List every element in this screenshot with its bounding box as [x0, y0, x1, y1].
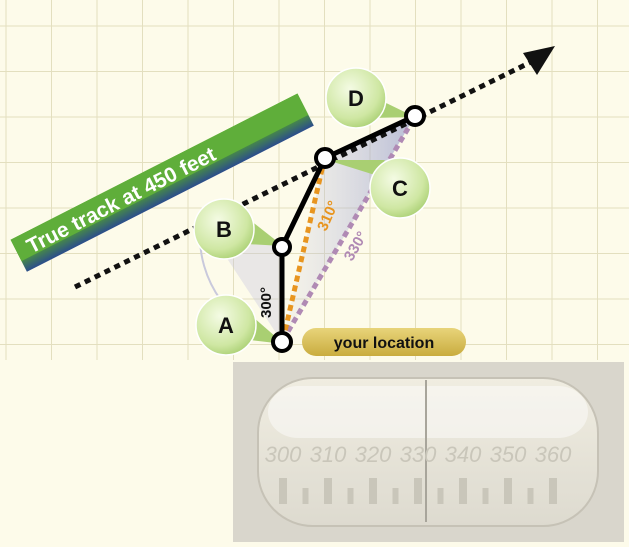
waypoint-a	[273, 333, 291, 351]
banner-text: True track at 450 feet	[23, 143, 220, 258]
compass-major-tick	[459, 478, 467, 504]
compass-minor-tick	[393, 488, 399, 504]
compass-tick-label: 310	[310, 442, 347, 467]
compass-minor-tick	[483, 488, 489, 504]
compass-minor-tick	[348, 488, 354, 504]
waypoint-d	[406, 107, 424, 125]
compass-minor-tick	[438, 488, 444, 504]
compass-major-tick	[279, 478, 287, 504]
compass-major-tick	[324, 478, 332, 504]
angle-label-300: 300°	[258, 287, 275, 318]
compass-major-tick	[549, 478, 557, 504]
compass-minor-tick	[528, 488, 534, 504]
point-b-label: B	[216, 217, 232, 242]
compass-minor-tick	[303, 488, 309, 504]
compass-tick-label: 350	[490, 442, 527, 467]
location-badge: your location	[302, 328, 466, 356]
compass-gauge: 300 310 320 330 340 350 360	[233, 362, 624, 542]
point-d-label: D	[348, 86, 364, 111]
compass-tick-label: 340	[445, 442, 482, 467]
waypoint-b	[274, 239, 290, 255]
waypoint-c	[316, 149, 334, 167]
compass-tick-label: 320	[355, 442, 392, 467]
point-d-bubble: D	[326, 68, 415, 128]
true-track-arrowhead	[523, 46, 555, 75]
point-a-label: A	[218, 313, 234, 338]
compass-major-tick	[504, 478, 512, 504]
compass-major-tick	[414, 478, 422, 504]
compass-major-tick	[369, 478, 377, 504]
compass-tick-label: 330	[400, 442, 437, 467]
point-c-label: C	[392, 176, 408, 201]
compass-tick-label: 360	[535, 442, 572, 467]
location-label: your location	[334, 335, 434, 352]
compass-tick-label: 300	[265, 442, 302, 467]
